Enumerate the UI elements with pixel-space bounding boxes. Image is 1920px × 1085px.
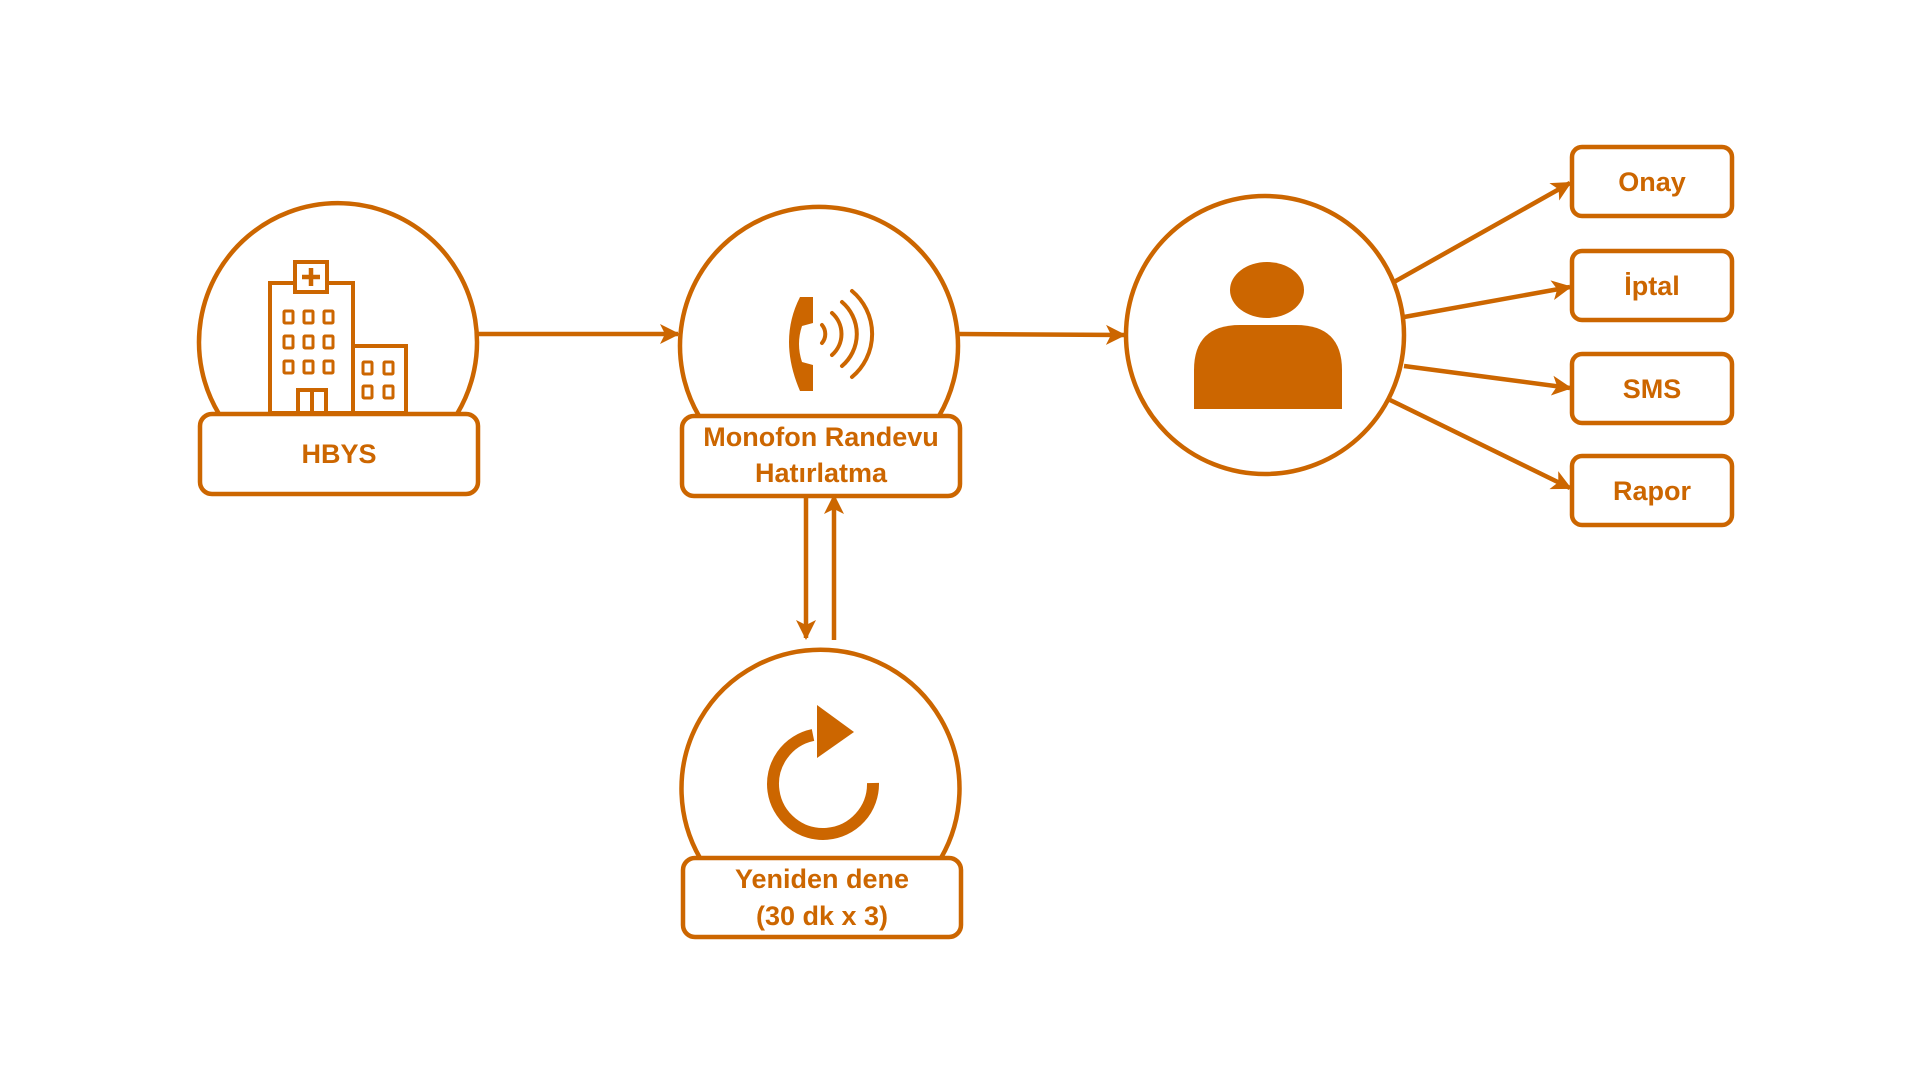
arrow-monofon-to-patient <box>957 324 1126 345</box>
node-retry-label-line2: (30 dk x 3) <box>756 901 888 931</box>
outcome-sms-label: SMS <box>1623 374 1682 404</box>
arrow-patient-to-sms <box>1403 363 1572 396</box>
outcomes: Onay İptal SMS Rapor <box>1569 144 1735 528</box>
node-hbys-label: HBYS <box>301 439 376 469</box>
node-monofon-label-line2: Hatırlatma <box>755 458 888 488</box>
arrow-patient-to-iptal <box>1403 280 1572 320</box>
outcome-onay: Onay <box>1569 144 1735 219</box>
node-retry-label-box <box>680 855 964 940</box>
node-retry-label-line1: Yeniden dene <box>735 864 909 894</box>
node-hbys-label-box <box>197 411 481 497</box>
outcome-iptal: İptal <box>1569 248 1735 323</box>
person-icon <box>1194 262 1342 409</box>
outcome-onay-box <box>1569 144 1735 219</box>
outcome-iptal-label: İptal <box>1624 271 1680 301</box>
node-monofon-label-line1: Monofon Randevu <box>703 422 938 452</box>
outcome-rapor-box <box>1569 453 1735 528</box>
node-retry-circle <box>679 647 962 860</box>
node-patient-circle <box>1123 193 1407 477</box>
node-hbys-circle <box>196 200 480 416</box>
outcome-rapor: Rapor <box>1569 453 1735 528</box>
arrow-patient-to-onay <box>1392 181 1572 284</box>
connectors <box>478 181 1572 640</box>
outcome-rapor-label: Rapor <box>1613 476 1692 506</box>
node-hbys: HBYS <box>196 200 481 497</box>
node-monofon-label-box <box>679 413 963 499</box>
outcome-iptal-box <box>1569 248 1735 323</box>
arrow-patient-to-rapor <box>1389 397 1572 491</box>
node-retry: Yeniden dene (30 dk x 3) <box>679 647 964 940</box>
node-monofon: Monofon Randevu Hatırlatma <box>677 204 963 499</box>
node-monofon-circle <box>677 204 961 418</box>
node-patient <box>1123 193 1407 477</box>
outcome-sms-box <box>1569 351 1735 426</box>
refresh-icon <box>767 705 880 840</box>
phone-ringing-icon <box>789 289 875 391</box>
hospital-icon <box>268 260 408 415</box>
outcome-sms: SMS <box>1569 351 1735 426</box>
outcome-onay-label: Onay <box>1618 167 1686 197</box>
